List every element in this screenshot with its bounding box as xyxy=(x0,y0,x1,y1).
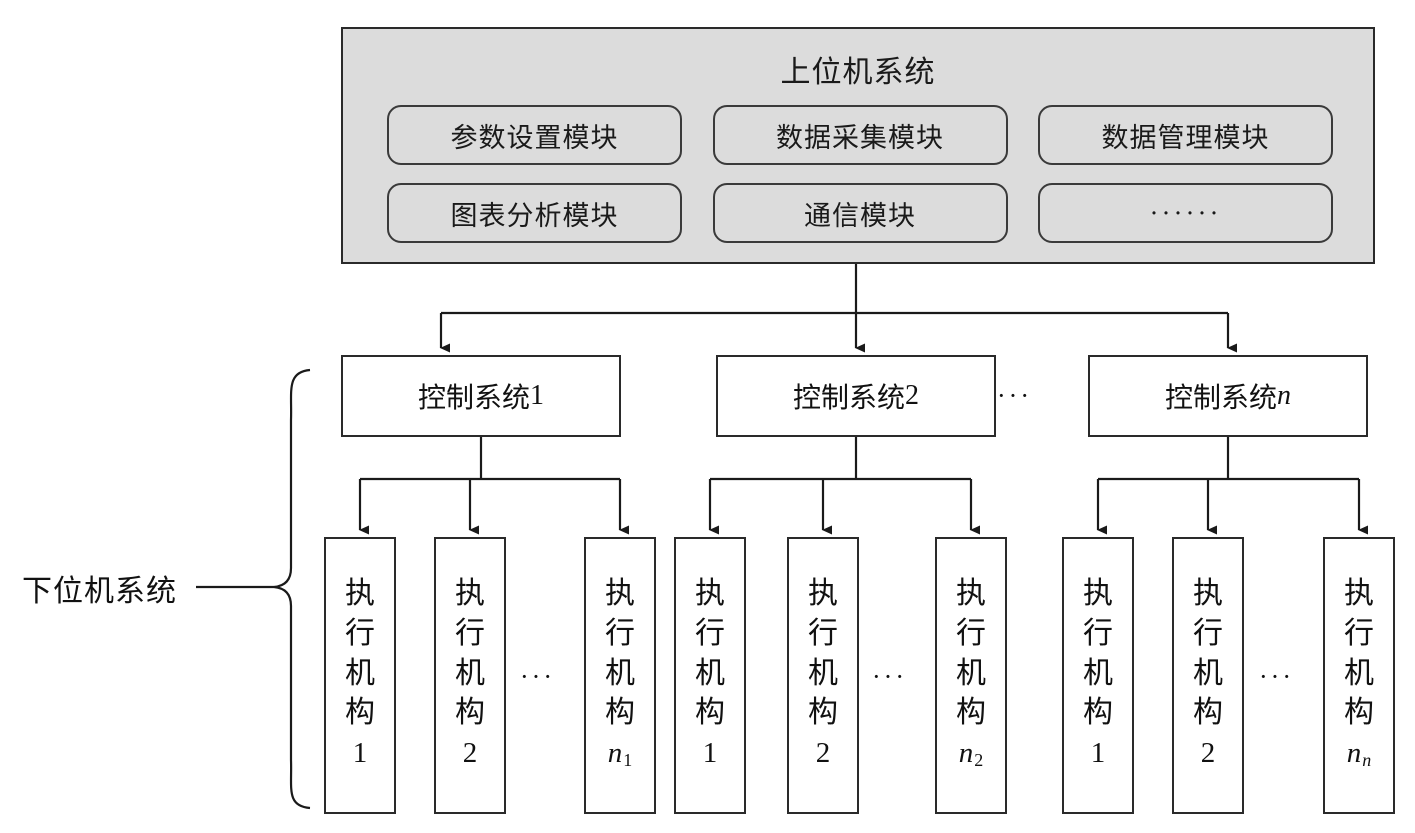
control-system-label: 控制系统 xyxy=(792,383,905,414)
data-management-module[interactable]: 数据管理模块 xyxy=(1038,105,1333,165)
parameter-setting-module[interactable]: 参数设置模块 xyxy=(387,105,682,165)
executor-index: 2 xyxy=(462,736,478,769)
executor-index: 2 xyxy=(815,736,831,769)
lower-system-label: 下位机系统 xyxy=(22,575,177,608)
host-module-grid: 参数设置模块 数据采集模块 数据管理模块 图表分析模块 通信模块 ······ xyxy=(387,105,1333,243)
executor-label: 执行机构 xyxy=(695,577,725,730)
executor-index: 1 xyxy=(702,736,718,769)
host-system-panel: 上位机系统 参数设置模块 数据采集模块 数据管理模块 图表分析模块 通信模块 ·… xyxy=(341,27,1375,264)
executor-label: 执行机构 xyxy=(1344,577,1374,730)
control-system-label: 控制系统 xyxy=(1164,383,1277,414)
module-label: 参数设置模块 xyxy=(450,122,619,153)
executor-index: n1 xyxy=(607,736,633,770)
executor-1-n-box[interactable]: 执行机构 n1 xyxy=(584,537,656,814)
executor-index: 2 xyxy=(1200,736,1216,769)
module-label: 图表分析模块 xyxy=(450,200,619,231)
lower-system-brace xyxy=(273,368,311,810)
module-label: 数据管理模块 xyxy=(1101,122,1270,153)
executor-label: 执行机构 xyxy=(345,577,375,730)
executor-n-1-box[interactable]: 执行机构 1 xyxy=(1062,537,1134,814)
control-systems-ellipsis: ··· xyxy=(997,381,1032,410)
executor-n-n-box[interactable]: 执行机构 nn xyxy=(1323,537,1395,814)
executor-index: 1 xyxy=(1090,736,1106,769)
executor-label: 执行机构 xyxy=(605,577,635,730)
executor-label: 执行机构 xyxy=(808,577,838,730)
executor-2-n-box[interactable]: 执行机构 n2 xyxy=(935,537,1007,814)
communication-module[interactable]: 通信模块 xyxy=(712,183,1008,243)
executor-label: 执行机构 xyxy=(1193,577,1223,730)
ellipsis-label: ······ xyxy=(1149,197,1222,228)
executor-index: 1 xyxy=(352,736,368,769)
executor-index: n2 xyxy=(958,736,984,770)
control-system-label: 控制系统 xyxy=(417,383,530,414)
host-system-title: 上位机系统 xyxy=(780,56,936,89)
executor-1-2-box[interactable]: 执行机构 2 xyxy=(434,537,506,814)
executor-1-1-box[interactable]: 执行机构 1 xyxy=(324,537,396,814)
control-system-index: n xyxy=(1277,380,1291,411)
executor-2-2-box[interactable]: 执行机构 2 xyxy=(787,537,859,814)
data-acquisition-module[interactable]: 数据采集模块 xyxy=(712,105,1008,165)
control-system-index: 2 xyxy=(905,380,919,411)
module-label: 数据采集模块 xyxy=(776,122,944,153)
executor-group-3-ellipsis: ··· xyxy=(1259,662,1294,691)
executor-label: 执行机构 xyxy=(956,577,986,730)
executor-label: 执行机构 xyxy=(455,577,485,730)
more-modules-placeholder[interactable]: ······ xyxy=(1038,183,1333,243)
executor-2-1-box[interactable]: 执行机构 1 xyxy=(674,537,746,814)
chart-analysis-module[interactable]: 图表分析模块 xyxy=(387,183,682,243)
module-label: 通信模块 xyxy=(804,200,916,231)
executor-group-1-ellipsis: ··· xyxy=(520,662,555,691)
control-system-index: 1 xyxy=(530,380,544,411)
executor-label: 执行机构 xyxy=(1083,577,1113,730)
executor-index: nn xyxy=(1346,736,1372,770)
executor-n-2-box[interactable]: 执行机构 2 xyxy=(1172,537,1244,814)
executor-group-2-ellipsis: ··· xyxy=(872,662,907,691)
